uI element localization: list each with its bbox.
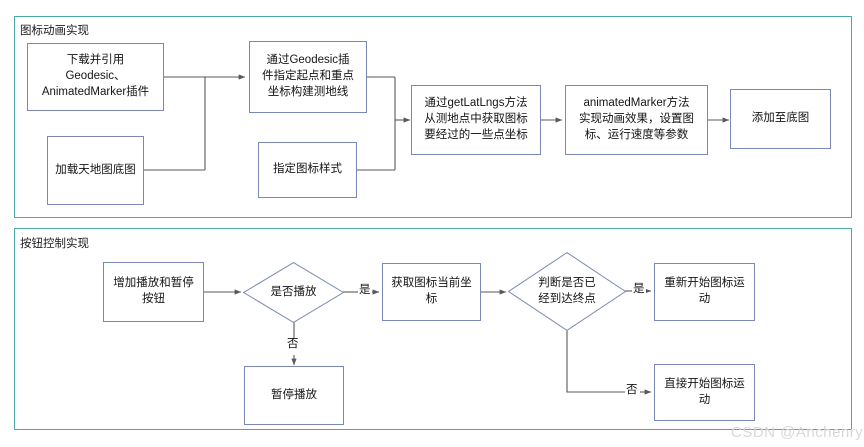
node-animated-marker[interactable]: animatedMarker方法 实现动画效果，设置图 标、运行速度等参数 bbox=[565, 85, 708, 155]
edge-label-is-playing-yes: 是 bbox=[358, 284, 372, 297]
node-direct-start-motion[interactable]: 直接开始图标运 动 bbox=[654, 364, 755, 421]
decision-reached-endpoint[interactable]: 判断是否已 经到达终点 bbox=[507, 251, 627, 332]
decision-is-playing[interactable]: 是否播放 bbox=[242, 262, 345, 323]
group-button-control-label: 按钮控制实现 bbox=[20, 238, 89, 250]
node-download-plugins[interactable]: 下载并引用 Geodesic、 AnimatedMarker插件 bbox=[27, 43, 164, 111]
edge-label-is-playing-no: 否 bbox=[286, 338, 300, 351]
node-add-play-pause[interactable]: 增加播放和暂停 按钮 bbox=[103, 262, 204, 322]
node-marker-style[interactable]: 指定图标样式 bbox=[258, 142, 357, 198]
node-pause-playback[interactable]: 暂停播放 bbox=[244, 366, 344, 425]
node-add-to-basemap[interactable]: 添加至底图 bbox=[730, 89, 831, 149]
node-load-tianditu[interactable]: 加载天地图底图 bbox=[47, 136, 144, 205]
node-restart-motion[interactable]: 重新开始图标运 动 bbox=[654, 263, 755, 321]
edge-label-reached-endpoint-yes: 是 bbox=[632, 283, 646, 296]
group-icon-animation bbox=[14, 16, 852, 218]
node-get-current-coord[interactable]: 获取图标当前坐 标 bbox=[382, 263, 481, 321]
edge-label-reached-endpoint-no: 否 bbox=[625, 384, 639, 397]
group-button-control bbox=[14, 228, 852, 430]
watermark: CSDN @Anchenry bbox=[731, 424, 864, 441]
group-icon-animation-label: 图标动画实现 bbox=[20, 25, 89, 37]
node-geodesic-line[interactable]: 通过Geodesic插 件指定起点和重点 坐标构建测地线 bbox=[249, 41, 367, 113]
node-get-latlngs[interactable]: 通过getLatLngs方法 从测地点中获取图标 要经过的一些点坐标 bbox=[411, 85, 541, 155]
